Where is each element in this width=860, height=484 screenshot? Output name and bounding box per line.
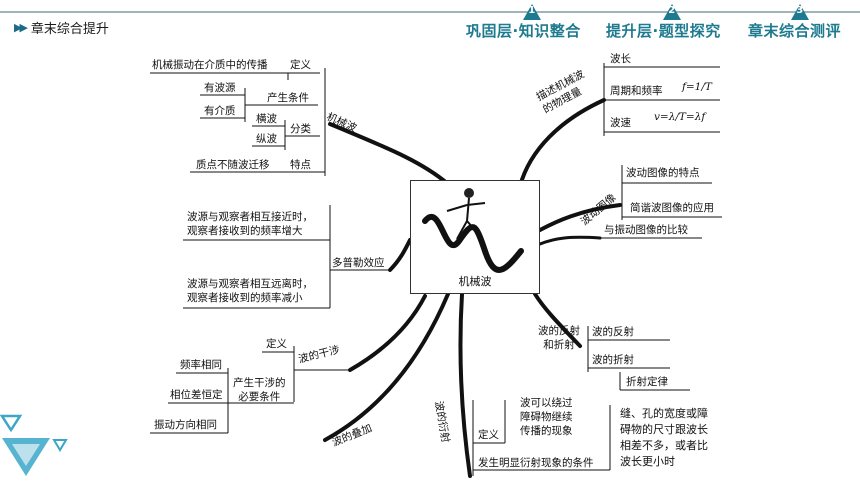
tab-number-badge: 2 (662, 3, 682, 21)
tab-label: 巩固层·知识整合 (466, 22, 581, 40)
transverse-wave-text: 横波 (256, 113, 277, 125)
constant-phase-text: 相位差恒定 (170, 389, 223, 401)
wave-dancer-icon (422, 188, 524, 273)
tab-number-badge: 3 (790, 3, 810, 21)
has-medium-text: 有介质 (204, 105, 236, 117)
definition-text: 机械振动在介质中的传播 (152, 59, 268, 71)
tab-chapter-test[interactable]: 3 章末综合测评 (748, 4, 842, 41)
tab-question-types[interactable]: 2 提升层·题型探究 (606, 4, 721, 41)
harmonic-wave-application-text: 简谐波图像的应用 (630, 202, 714, 214)
breadcrumb-title: 章末综合提升 (30, 22, 109, 37)
central-topic-box: 机械波 (410, 180, 540, 294)
wavelength-text: 波长 (610, 53, 631, 65)
double-arrow-icon: ▶▶ (14, 21, 28, 34)
diffraction-definition-text: 波可以绕过 障碍物继续 传播的现象 (520, 397, 573, 437)
feature-label: 特点 (290, 159, 311, 171)
diffraction-condition-label: 发生明显衍射现象的条件 (478, 457, 594, 469)
tab-label: 提升层·题型探究 (606, 22, 721, 40)
tab-label: 章末综合测评 (748, 22, 842, 40)
same-direction-text: 振动方向相同 (154, 419, 217, 431)
frequency-formula: f=1/T (682, 81, 712, 93)
tab-number-badge: 1 (522, 3, 542, 21)
wave-graph-feature-text: 波动图像的特点 (626, 167, 700, 179)
doppler-branch-label: 多普勒效应 (332, 257, 385, 269)
approaching-text: 波源与观察者相互接近时， 观察者接收到的频率增大 (187, 211, 313, 237)
definition-label: 定义 (290, 59, 311, 71)
refraction-text: 波的折射 (592, 354, 634, 366)
interference-conditions-label: 产生干涉的 必要条件 (233, 377, 286, 403)
has-source-text: 有波源 (204, 82, 236, 94)
wave-speed-formula: v=λ/T=λf (654, 111, 706, 123)
reflection-refraction-branch-label: 波的反射 和折射 (538, 325, 580, 351)
top-bar: ▶▶ 章末综合提升 1 巩固层·知识整合 2 提升层·题型探究 3 章末综合测评 (0, 0, 860, 46)
header-divider (0, 11, 860, 13)
vibration-graph-comparison-text: 与振动图像的比较 (604, 224, 688, 236)
feature-text: 质点不随波迁移 (196, 159, 270, 171)
wave-speed-text: 波速 (610, 117, 631, 129)
diffraction-condition-text: 缝、孔的宽度或障 碍物的尺寸跟波长 相差不多，或者比 波长更小时 (620, 407, 708, 468)
receding-text: 波源与观察者相互远离时， 观察者接收到的频率减小 (187, 278, 313, 304)
conditions-label: 产生条件 (267, 92, 309, 104)
same-frequency-text: 频率相同 (180, 359, 222, 371)
reflection-text: 波的反射 (592, 326, 634, 338)
longitudinal-wave-text: 纵波 (256, 133, 277, 145)
breadcrumb: ▶▶ 章末综合提升 (14, 18, 109, 37)
period-frequency-text: 周期和频率 (610, 85, 663, 97)
decorative-triangles-icon (0, 414, 68, 476)
classification-label: 分类 (290, 123, 311, 135)
diffraction-definition-label: 定义 (478, 429, 499, 441)
interference-definition-label: 定义 (266, 338, 287, 350)
central-topic-label: 机械波 (458, 275, 492, 288)
tab-knowledge[interactable]: 1 巩固层·知识整合 (466, 4, 581, 41)
refraction-law-text: 折射定律 (626, 376, 668, 388)
